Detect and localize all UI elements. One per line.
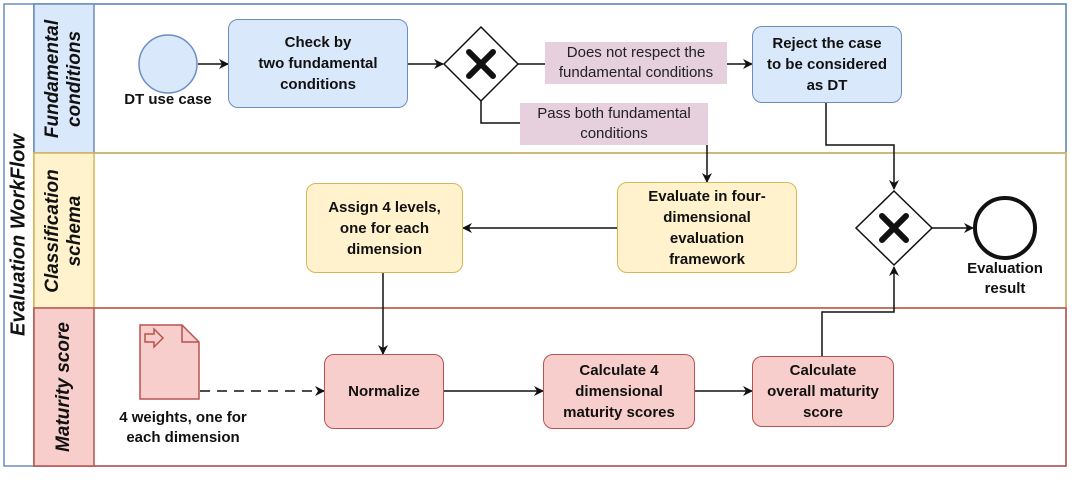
task-assign-levels[interactable]: Assign 4 levels, one for each dimension — [306, 183, 463, 273]
end-event-label: Evaluation result — [967, 260, 1043, 297]
task-evaluate-framework[interactable]: Evaluate in four- dimensional evaluation… — [617, 182, 797, 273]
flow-overall-to-merge — [821, 266, 899, 356]
task-reject-case[interactable]: Reject the case to be considered as DT — [752, 26, 902, 103]
task-calculate-overall[interactable]: Calculate overall maturity score — [752, 356, 894, 427]
data-object-weights — [139, 324, 200, 400]
task-check-fundamental[interactable]: Check by two fundamental conditions — [228, 19, 408, 108]
data-object-label: 4 weights, one for each dimension — [119, 409, 247, 446]
end-event — [973, 196, 1037, 260]
lane-classification-header-bg — [33, 152, 95, 309]
lane-maturity-header-bg — [33, 307, 95, 467]
edge-label-pass-both: Pass both fundamental conditions — [520, 103, 708, 145]
lane-fundamental-header-bg — [33, 3, 95, 154]
exclusive-gateway-check — [442, 25, 520, 103]
exclusive-gateway-merge — [854, 189, 934, 267]
task-normalize[interactable]: Normalize — [324, 354, 444, 429]
start-event — [138, 34, 198, 94]
edge-label-not-respect: Does not respect the fundamental conditi… — [545, 42, 727, 84]
start-event-label: DT use case — [124, 91, 212, 108]
flow-reject-to-merge — [825, 103, 899, 190]
input-arrow-icon — [144, 327, 165, 349]
task-calculate-dimensional[interactable]: Calculate 4 dimensional maturity scores — [543, 354, 695, 429]
